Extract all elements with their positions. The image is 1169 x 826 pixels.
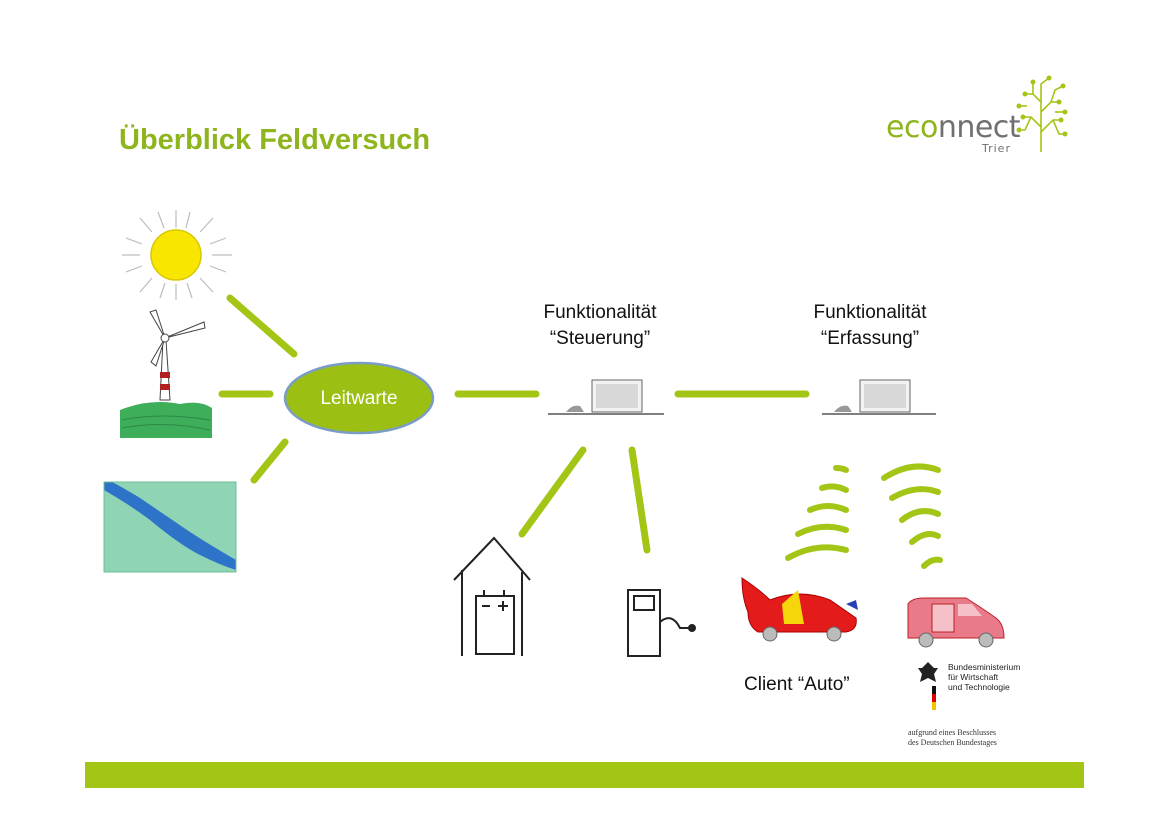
erfassung-label: Funktionalität “Erfassung” xyxy=(780,300,960,352)
red-car-2-icon xyxy=(907,597,1005,648)
bmwi-name: Bundesministerium für Wirtschaft und Tec… xyxy=(948,662,1021,692)
footer-bar xyxy=(85,762,1084,788)
red-car-icon xyxy=(741,577,858,642)
bmwi-note: aufgrund eines Beschlusses des Deutschen… xyxy=(908,728,997,747)
econnect-logo: econnect Trier xyxy=(886,72,1071,162)
wireless-signal-left xyxy=(785,465,849,561)
logo-wordmark: econnect xyxy=(886,110,1021,145)
erfassung-label-line2: “Erfassung” xyxy=(820,328,920,349)
steuerung-label-line2: “Steuerung” xyxy=(549,328,651,349)
connections xyxy=(218,294,810,554)
wind-turbine-icon xyxy=(120,309,212,438)
charging-station-icon xyxy=(627,589,696,657)
wireless-signal-right xyxy=(881,463,943,569)
steuerung-device-icon xyxy=(548,379,664,415)
leitwarte-label: Leitwarte xyxy=(320,388,398,409)
erfassung-label-line1: Funktionalität xyxy=(813,302,927,323)
sun-icon xyxy=(122,210,232,300)
erfassung-device-icon xyxy=(822,379,936,415)
circuit-tree-icon xyxy=(1016,75,1068,152)
logo-subtitle: Trier xyxy=(982,142,1011,155)
federal-eagle-icon xyxy=(918,662,938,710)
slide-title: Überblick Feldversuch xyxy=(119,124,431,156)
river-icon xyxy=(103,481,237,573)
bmwi-sponsor-logo: Bundesministerium für Wirtschaft und Tec… xyxy=(908,660,1046,750)
steuerung-label: Funktionalität “Steuerung” xyxy=(510,300,690,352)
client-auto-label: Client “Auto” xyxy=(744,674,850,695)
steuerung-label-line1: Funktionalität xyxy=(543,302,657,323)
leitwarte-node xyxy=(283,361,435,435)
house-battery-icon xyxy=(453,536,531,656)
